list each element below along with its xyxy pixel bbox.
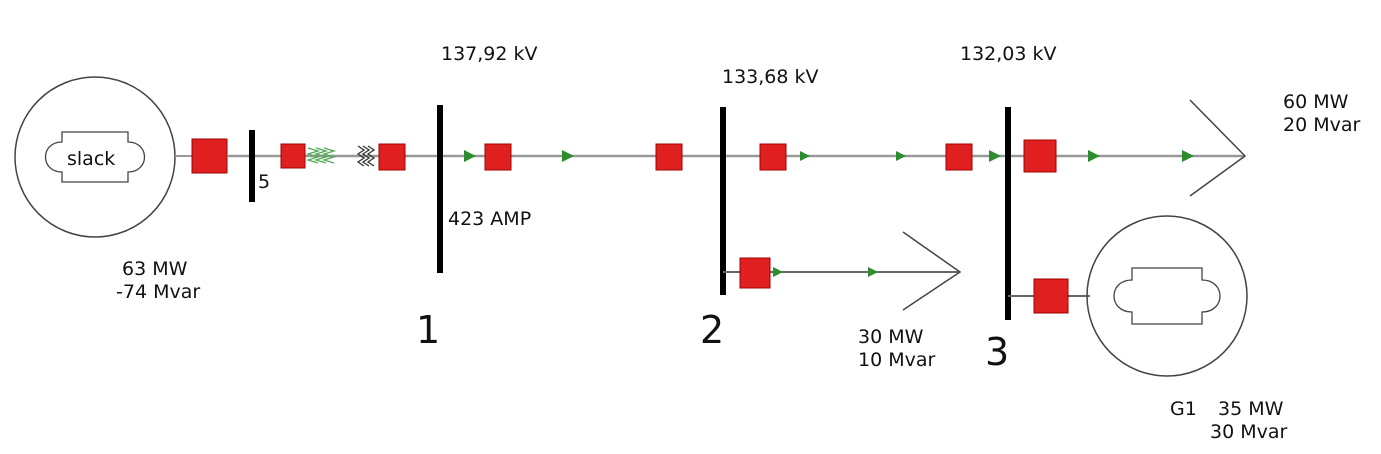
slack-output-q: -74 Mvar — [116, 281, 200, 303]
bus-3-load-p: 60 MW — [1283, 91, 1349, 113]
generator-g1-output-p: 35 MW — [1218, 398, 1284, 420]
breaker-bus2-load[interactable] — [739, 257, 771, 289]
bus-3-number: 3 — [985, 330, 1009, 374]
flow-arrow — [800, 151, 810, 161]
bus-2-load-p: 30 MW — [858, 326, 924, 348]
flow-arrow — [464, 150, 476, 162]
transformer-symbol-black — [356, 145, 376, 167]
breaker-bus1-out[interactable] — [484, 143, 512, 171]
bus-2-load-q: 10 Mvar — [858, 349, 935, 371]
breaker-bus2-in[interactable] — [655, 143, 683, 171]
load-arrow-bus3[interactable] — [1189, 99, 1247, 197]
bus-2-voltage: 133,68 kV — [722, 66, 819, 88]
flow-arrow — [1182, 150, 1194, 162]
bus-1-current: 423 AMP — [448, 208, 531, 230]
generator-g1-symbol — [1113, 267, 1221, 325]
breaker-bus2-out[interactable] — [759, 143, 787, 171]
breaker-g1[interactable] — [1033, 278, 1069, 314]
breaker-bus1-in[interactable] — [378, 143, 406, 171]
flow-arrow — [989, 150, 1001, 162]
flow-arrow — [773, 267, 783, 277]
load-arrow-bus2[interactable] — [902, 231, 962, 311]
breaker-bus3-load[interactable] — [1023, 139, 1057, 173]
slack-output-p: 63 MW — [122, 258, 188, 280]
generator-g1-output-q: 30 Mvar — [1210, 421, 1287, 443]
bus-1-number: 1 — [416, 308, 440, 352]
bus-2-number: 2 — [700, 308, 724, 352]
bus-3-voltage: 132,03 kV — [960, 43, 1057, 65]
bus-1-voltage: 137,92 kV — [441, 43, 538, 65]
breaker-bus5-out[interactable] — [280, 143, 306, 169]
generator-g1-circle — [1086, 215, 1248, 377]
breaker-bus3-in[interactable] — [945, 143, 973, 171]
generator-g1-label: G1 — [1170, 398, 1197, 420]
slack-generator-label: slack — [67, 148, 115, 170]
flow-arrow — [868, 267, 878, 277]
generator-g1[interactable] — [1086, 215, 1248, 377]
flow-arrow — [562, 150, 574, 162]
transformer-symbol-green — [305, 147, 337, 164]
slack-generator-symbol — [45, 131, 145, 183]
bus-3-load-q: 20 Mvar — [1283, 114, 1360, 136]
flow-arrow — [1088, 150, 1100, 162]
bus-5-label: 5 — [258, 171, 270, 193]
slack-generator[interactable]: slack — [14, 76, 176, 238]
breaker-slack[interactable] — [191, 138, 228, 174]
flow-arrow — [896, 151, 906, 161]
